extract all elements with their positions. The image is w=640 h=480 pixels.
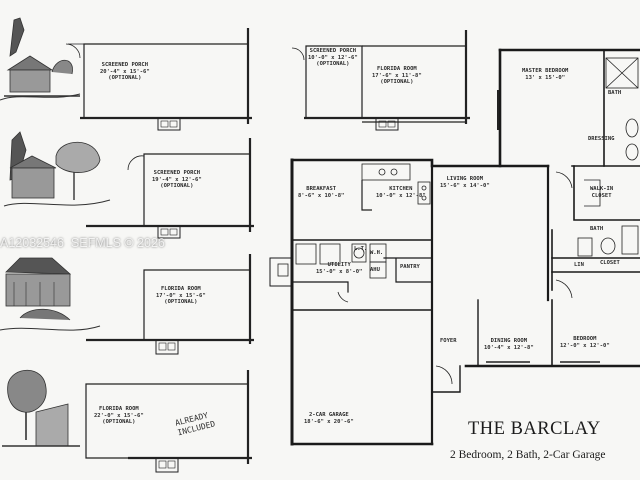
option-2-florida-room-label: FLORIDA ROOM 17'-6" x 11'-8" (OPTIONAL) (372, 66, 422, 85)
bath-2-label: BATH (590, 226, 604, 232)
linen-label: LIN (574, 262, 584, 268)
kitchen-label: KITCHEN 10'-0" x 12'-8" (376, 186, 426, 199)
plan-subtitle: 2 Bedroom, 2 Bath, 2-Car Garage (450, 449, 606, 461)
utility-label: UTILITY 15'-0" x 8'-0" (316, 262, 363, 275)
walkin-closet-label: WALK-IN CLOSET (590, 186, 614, 199)
plan-title: THE BARCLAY (468, 419, 601, 439)
option-1-screened-porch-label: SCREENED PORCH 20'-4" x 15'-6" (OPTIONAL… (100, 62, 150, 81)
option-5-plan (85, 370, 252, 473)
master-bath-label: BATH (608, 90, 622, 96)
foyer-label: FOYER (440, 338, 457, 344)
bedroom-label: BEDROOM 12'-0" x 12'-0" (560, 336, 610, 349)
main-plan-fixtures (277, 57, 639, 385)
master-bedroom-label: MASTER BEDROOM 13' x 15'-0" (522, 68, 569, 81)
main-plan-walls (269, 48, 640, 446)
laundry-tub-label: L.T. (354, 246, 368, 252)
house-sketch-4 (2, 369, 80, 447)
ahu-label: AHU (370, 267, 380, 273)
garage-label: 2-CAR GARAGE 18'-6" x 20'-6" (304, 412, 354, 425)
option-4-plan (86, 254, 254, 355)
water-heater-label: W.H. (370, 250, 384, 256)
option-5-florida-room-label: FLORIDA ROOM 22'-0" x 15'-6" (OPTIONAL) (94, 406, 144, 425)
house-sketch-1 (0, 17, 81, 101)
living-room-label: LIVING ROOM 15'-6" x 14'-0" (440, 176, 490, 189)
option-1-plan (65, 28, 252, 131)
pantry-label: PANTRY (400, 264, 420, 270)
option-2-screened-porch-label: SCREENED PORCH 10'-0" x 12'-6" (OPTIONAL… (308, 48, 358, 67)
dining-room-label: DINING ROOM 10'-4" x 12'-8" (484, 338, 534, 351)
house-sketch-2 (3, 131, 111, 207)
dressing-label: DRESSING (588, 136, 615, 142)
house-sketch-3 (0, 257, 101, 331)
option-2-plan (291, 30, 470, 131)
breakfast-label: BREAKFAST 8'-6" x 10'-8" (298, 186, 345, 199)
mls-watermark: A12032546 SEFMLS © 2026 (0, 236, 165, 250)
option-3-screened-porch-label: SCREENED PORCH 19'-4" x 12'-6" (OPTIONAL… (152, 170, 202, 189)
option-4-florida-room-label: FLORIDA ROOM 17'-0" x 15'-6" (OPTIONAL) (156, 286, 206, 305)
closet-label: CLOSET (600, 260, 620, 266)
option-3-plan (86, 138, 254, 239)
